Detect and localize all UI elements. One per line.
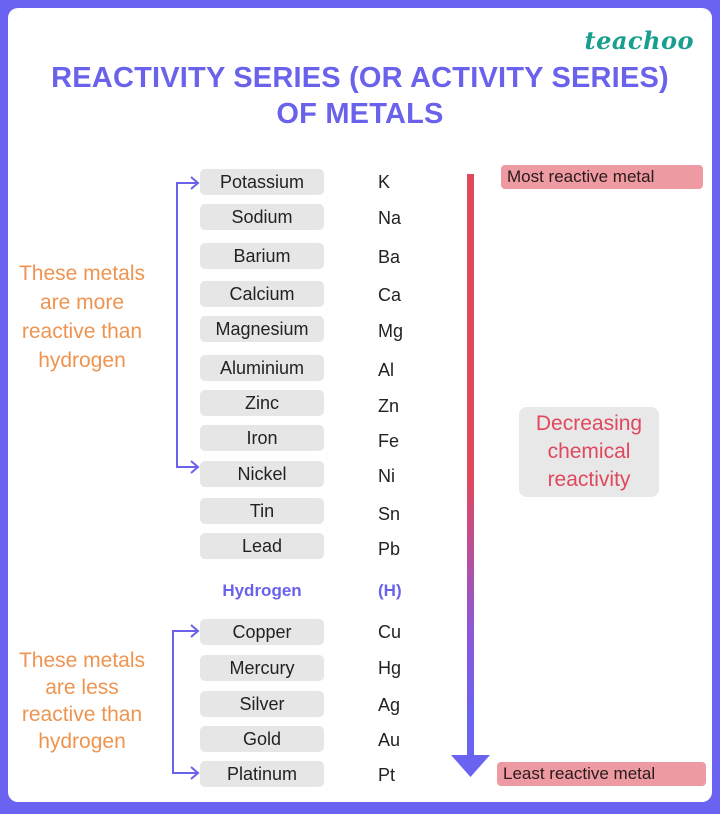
- bracket-more-reactive: [176, 176, 200, 474]
- metal-potassium: Potassium: [200, 169, 324, 195]
- symbol-ni: Ni: [378, 466, 395, 486]
- metal-gold: Gold: [200, 726, 324, 752]
- metal-iron: Iron: [200, 425, 324, 451]
- metal-barium: Barium: [200, 243, 324, 269]
- group-label-line: reactive than: [21, 703, 143, 726]
- page-title: REACTIVITY SERIES (OR ACTIVITY SERIES) O…: [8, 60, 712, 132]
- group-label-more-reactive: These metals are more reactive than hydr…: [2, 259, 162, 375]
- symbol-ba: Ba: [378, 247, 401, 267]
- decreasing-reactivity-label: Decreasing chemical reactivity: [519, 407, 659, 497]
- symbol-mg: Mg: [378, 321, 404, 341]
- metal-copper: Copper: [200, 619, 324, 645]
- group-label-line: are more: [39, 291, 125, 314]
- most-reactive-tag: Most reactive metal: [501, 165, 703, 189]
- metal-nickel: Nickel: [200, 461, 324, 487]
- metal-magnesium: Magnesium: [200, 316, 324, 342]
- group-label-line: hydrogen: [38, 349, 126, 372]
- symbol-na: Na: [378, 208, 402, 228]
- metal-zinc: Zinc: [200, 390, 324, 416]
- metal-sodium: Sodium: [200, 204, 324, 230]
- group-label-line: These metals: [18, 262, 146, 285]
- title-line-2: OF METALS: [276, 98, 444, 130]
- symbol-cu: Cu: [378, 622, 402, 642]
- brand-logo: teachoo: [584, 26, 694, 55]
- reactivity-arrow: [451, 174, 490, 777]
- bracket-less-reactive: [172, 624, 200, 780]
- symbol-pt: Pt: [378, 765, 396, 785]
- least-reactive-tag: Least reactive metal: [497, 762, 706, 786]
- metal-mercury: Mercury: [200, 655, 324, 681]
- group-label-line: hydrogen: [38, 730, 126, 753]
- group-label-line: These metals: [18, 649, 146, 672]
- symbol-sn: Sn: [378, 504, 401, 524]
- metal-tin: Tin: [200, 498, 324, 524]
- symbol-fe: Fe: [378, 431, 400, 451]
- symbol-au: Au: [378, 730, 401, 750]
- trend-line: chemical: [547, 440, 631, 463]
- group-label-line: reactive than: [21, 320, 143, 343]
- group-label-less-reactive: These metals are less reactive than hydr…: [2, 647, 162, 755]
- symbol-k: K: [378, 172, 391, 192]
- metal-lead: Lead: [200, 533, 324, 559]
- trend-line: Decreasing: [535, 412, 643, 435]
- group-label-line: are less: [45, 676, 119, 699]
- symbol-h: (H): [378, 581, 402, 600]
- symbol-al: Al: [378, 360, 395, 380]
- trend-line: reactivity: [547, 468, 631, 491]
- title-line-1: REACTIVITY SERIES (OR ACTIVITY SERIES): [51, 62, 669, 94]
- metal-silver: Silver: [200, 691, 324, 717]
- diagram-card: teachoo REACTIVITY SERIES (OR ACTIVITY S…: [8, 8, 712, 802]
- symbol-zn: Zn: [378, 396, 400, 416]
- symbol-hg: Hg: [378, 658, 402, 678]
- symbol-ag: Ag: [378, 695, 401, 715]
- symbol-pb: Pb: [378, 539, 401, 559]
- metal-calcium: Calcium: [200, 281, 324, 307]
- metal-platinum: Platinum: [200, 761, 324, 787]
- symbol-ca: Ca: [378, 285, 402, 305]
- hydrogen-label: Hydrogen: [222, 581, 302, 600]
- metal-aluminium: Aluminium: [200, 355, 324, 381]
